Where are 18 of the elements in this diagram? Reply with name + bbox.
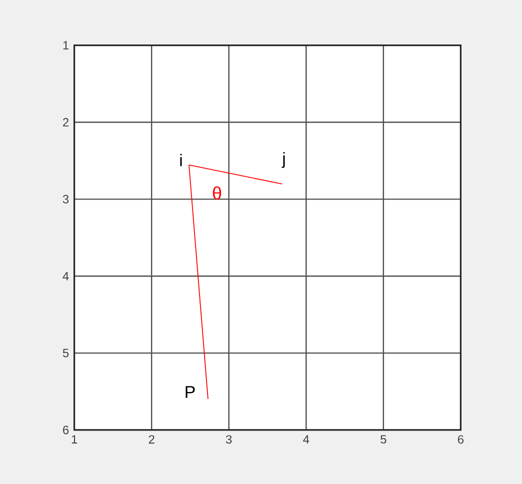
point-label: i xyxy=(180,154,182,166)
angle-label: θ xyxy=(212,186,222,200)
point-label: P xyxy=(186,386,195,398)
tick-label: 4 xyxy=(303,435,310,444)
tick-label: 3 xyxy=(62,194,69,204)
tick-label: 1 xyxy=(72,435,78,444)
tick-label: 1 xyxy=(63,41,69,50)
tick-label: 5 xyxy=(62,348,69,358)
tick-label: 6 xyxy=(63,426,69,434)
tick-label: 2 xyxy=(63,118,68,126)
tick-label: 2 xyxy=(148,435,154,444)
tick-label: 5 xyxy=(380,435,386,444)
point-label: j xyxy=(282,152,285,168)
line-segment xyxy=(188,164,282,184)
line-segment xyxy=(188,164,208,400)
tick-label: 6 xyxy=(458,435,464,444)
tick-label: 3 xyxy=(226,435,232,444)
tick-label: 4 xyxy=(62,272,69,280)
